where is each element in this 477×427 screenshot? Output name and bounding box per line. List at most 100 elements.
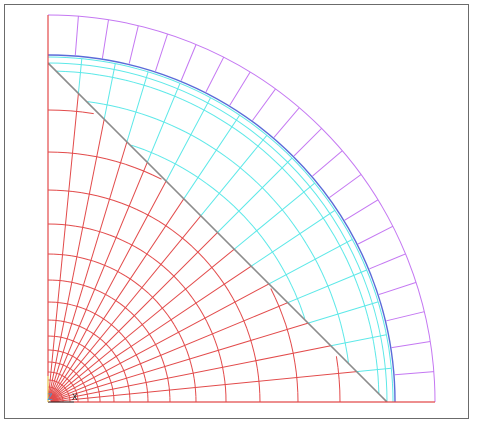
core-mesh-edge bbox=[141, 367, 144, 372]
outer-ring-radial bbox=[369, 253, 406, 270]
ring-mesh-edge bbox=[275, 161, 283, 169]
ring-mesh-edge bbox=[133, 111, 142, 115]
ring-mesh-radial bbox=[307, 301, 379, 324]
core-mesh-radial bbox=[50, 302, 288, 402]
core-mesh-edge bbox=[96, 356, 99, 360]
ring-mesh-edge bbox=[257, 231, 263, 238]
core-mesh-edge bbox=[162, 359, 165, 365]
core-mesh bbox=[47, 63, 387, 403]
ring-mesh-edge bbox=[340, 323, 344, 332]
core-mesh-edge bbox=[89, 310, 94, 314]
core-mesh-edge bbox=[186, 350, 190, 357]
ring-mesh-edge bbox=[362, 261, 368, 271]
core-mesh-edge bbox=[86, 348, 90, 351]
ring-mesh-edge bbox=[383, 321, 386, 331]
core-mesh-radial bbox=[47, 93, 79, 400]
ring-mesh-edge bbox=[213, 114, 222, 121]
ring-mesh-edge bbox=[244, 171, 252, 178]
ring-mesh-edge bbox=[232, 161, 240, 167]
ring-mesh-edge bbox=[204, 94, 213, 100]
core-mesh-edge bbox=[270, 288, 276, 298]
core-mesh-edge bbox=[139, 363, 143, 368]
core-mesh-edge bbox=[67, 303, 72, 306]
mesh-viewport[interactable]: X Z bbox=[5, 5, 470, 420]
core-mesh-edge bbox=[134, 167, 144, 172]
core-mesh-edge bbox=[73, 386, 75, 388]
core-mesh-edge bbox=[191, 367, 194, 374]
core-mesh-edge bbox=[103, 367, 107, 371]
core-mesh-edge bbox=[278, 306, 283, 316]
core-mesh-edge bbox=[90, 331, 94, 335]
core-mesh-edge bbox=[164, 368, 168, 374]
core-mesh-edge bbox=[90, 351, 94, 354]
core-mesh-edge bbox=[103, 341, 107, 345]
core-mesh-edge bbox=[122, 367, 125, 371]
core-mesh-edge bbox=[90, 287, 95, 290]
core-mesh-edge bbox=[96, 314, 101, 318]
ring-mesh-edge bbox=[126, 108, 135, 112]
ring-mesh-edge bbox=[372, 286, 377, 296]
core-mesh-edge bbox=[222, 367, 225, 375]
core-mesh-edge bbox=[168, 270, 175, 277]
ring-mesh-edge bbox=[346, 259, 351, 268]
core-mesh-edge bbox=[115, 356, 119, 360]
ring-mesh-edge bbox=[262, 149, 270, 157]
core-mesh-edge bbox=[173, 324, 178, 330]
core-mesh-edge bbox=[246, 328, 251, 337]
ring-mesh-edge bbox=[150, 86, 159, 91]
core-mesh-edge bbox=[73, 371, 76, 373]
ring-mesh-radial bbox=[146, 83, 181, 163]
ring-mesh-radial bbox=[250, 209, 336, 267]
ring-mesh-edge bbox=[163, 157, 171, 162]
ring-mesh-edge bbox=[356, 283, 361, 292]
ring-mesh-edge bbox=[278, 145, 286, 153]
ring-mesh-edge bbox=[350, 237, 356, 246]
ring-mesh-edge bbox=[101, 60, 111, 64]
core-mesh-edge bbox=[220, 360, 224, 368]
ring-mesh-edge bbox=[248, 220, 254, 227]
core-mesh-edge bbox=[62, 375, 64, 377]
core-mesh-edge bbox=[115, 300, 120, 304]
core-mesh-edge bbox=[109, 379, 112, 382]
core-mesh-edge bbox=[89, 193, 98, 197]
core-mesh-edge bbox=[82, 111, 94, 115]
ring-mesh-edge bbox=[324, 278, 329, 287]
ring-mesh-edge bbox=[345, 346, 348, 355]
ring-mesh-edge bbox=[92, 59, 103, 62]
core-mesh-edge bbox=[113, 199, 122, 204]
core-mesh-edge bbox=[67, 378, 69, 381]
ring-mesh-edge bbox=[257, 127, 266, 135]
core-mesh-edge bbox=[158, 350, 162, 356]
boundary-circle bbox=[47, 54, 396, 403]
ring-mesh-edge bbox=[302, 311, 306, 319]
ring-mesh-edge bbox=[373, 341, 376, 351]
ring-mesh-edge bbox=[84, 58, 94, 61]
ring-mesh-edge bbox=[369, 278, 374, 287]
ring-mesh-edge bbox=[317, 264, 322, 272]
core-mesh-edge bbox=[136, 356, 140, 361]
ring-mesh-edge bbox=[233, 205, 240, 212]
ring-mesh-edge bbox=[353, 275, 358, 284]
core-mesh-edge bbox=[195, 302, 201, 310]
core-mesh-edge bbox=[105, 343, 109, 347]
ring-mesh-edge bbox=[284, 272, 290, 280]
ring-mesh-edge bbox=[243, 117, 252, 124]
core-mesh-edge bbox=[214, 270, 220, 278]
core-mesh-edge bbox=[113, 353, 117, 357]
ring-mesh-edge bbox=[255, 144, 264, 151]
ring-mesh-edge bbox=[265, 243, 271, 250]
ring-mesh-edge bbox=[166, 92, 175, 97]
core-mesh-edge bbox=[128, 342, 132, 347]
ring-mesh-edge bbox=[338, 315, 342, 324]
core-mesh-edge bbox=[223, 283, 230, 292]
core-mesh-edge bbox=[120, 272, 126, 277]
ring-mesh-edge bbox=[315, 184, 323, 193]
core-mesh-edge bbox=[128, 205, 138, 210]
ring-mesh-edge bbox=[313, 257, 319, 265]
core-mesh-edge bbox=[124, 373, 127, 377]
core-mesh-edge bbox=[294, 362, 297, 373]
core-mesh-edge bbox=[71, 255, 77, 258]
core-mesh-radial bbox=[49, 198, 185, 400]
core-mesh-edge bbox=[133, 315, 138, 320]
ring-mesh-radial bbox=[287, 269, 367, 304]
